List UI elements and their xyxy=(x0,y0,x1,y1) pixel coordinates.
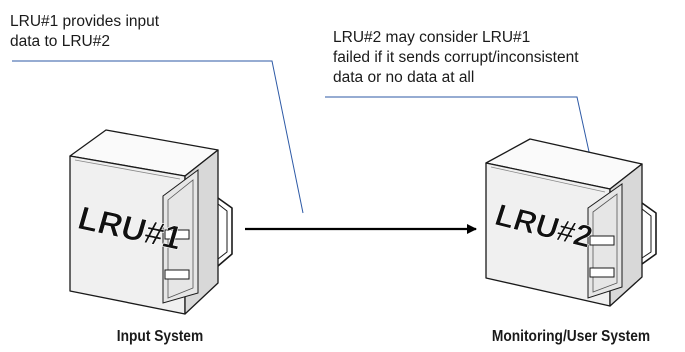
lru2-annotation-line-3: data or no data at all xyxy=(333,69,475,86)
lru2-annotation-line-1: LRU#2 may consider LRU#1 xyxy=(333,29,531,46)
lru1-leader-line xyxy=(12,60,304,214)
lru1-box xyxy=(69,129,233,315)
lru1-annotation-line-2: data to LRU#2 xyxy=(10,33,110,50)
lru2-caption: Monitoring/User System xyxy=(491,328,651,345)
lru2-leader-line xyxy=(325,96,594,171)
lru2-box xyxy=(485,138,657,307)
lru1-annotation-line-1: LRU#1 provides input xyxy=(10,13,160,30)
lru2-annotation: LRU#2 may consider LRU#1 failed if it se… xyxy=(333,28,579,88)
lru1-caption: Input System xyxy=(116,328,204,345)
lru1-annotation: LRU#1 provides input data to LRU#2 xyxy=(10,12,159,52)
lru2-annotation-line-2: failed if it sends corrupt/inconsistent xyxy=(333,49,579,66)
